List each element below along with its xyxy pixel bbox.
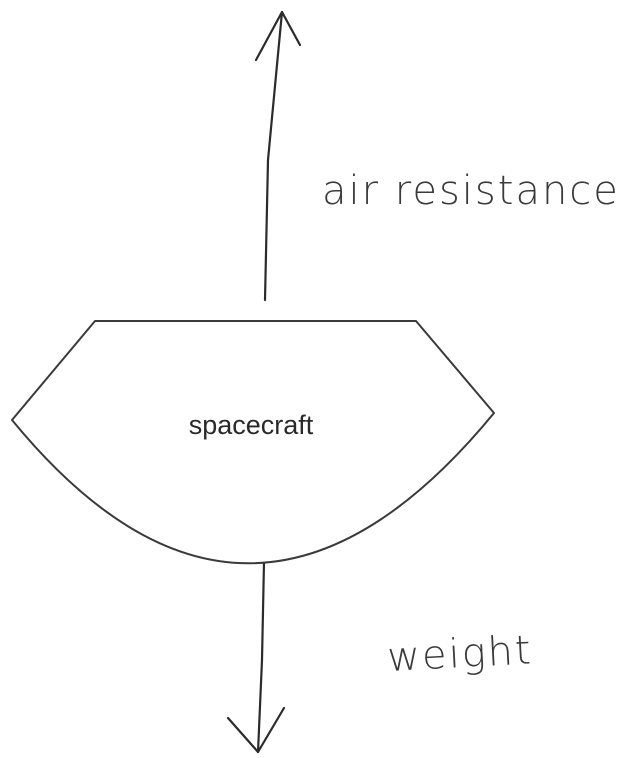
spacecraft-body — [12, 321, 494, 563]
weight-arrow — [228, 562, 284, 752]
spacecraft-label: spacecraft — [189, 410, 314, 440]
air-resistance-arrow-shaft — [265, 12, 282, 300]
weight-arrow-shaft — [258, 562, 264, 752]
weight-arrowhead — [228, 708, 284, 752]
air-resistance-arrow — [256, 12, 300, 300]
weight-label: weight — [386, 627, 534, 681]
air-resistance-label: air resistance — [322, 168, 620, 214]
